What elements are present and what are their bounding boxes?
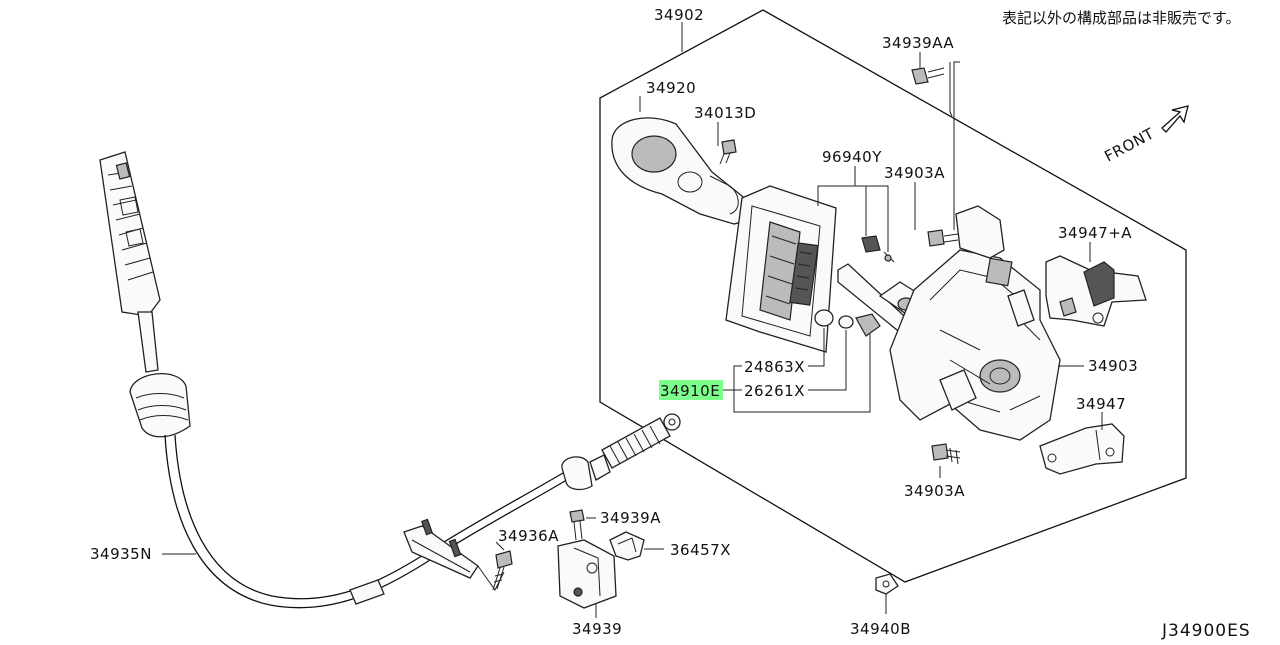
note-text: 表記以外の構成部品は非販売です。 — [1002, 9, 1241, 27]
control-body-34903 — [889, 205, 1061, 441]
label-34902: 34902 — [654, 6, 704, 24]
cable-bracket-34939 — [557, 509, 617, 609]
label-34910E[interactable]: 34910E — [660, 382, 720, 400]
label-34939A: 34939A — [600, 509, 661, 527]
label-24863X: 24863X — [744, 358, 805, 376]
shift-knob-34920 — [611, 117, 749, 225]
label-34935N: 34935N — [90, 545, 152, 563]
front-arrow — [1161, 105, 1189, 133]
label-34920: 34920 — [646, 79, 696, 97]
shift-cable-34935N — [99, 151, 681, 609]
label-96940Y: 96940Y — [822, 148, 882, 166]
highlight-34910E — [659, 380, 723, 400]
label-34947: 34947 — [1076, 395, 1126, 413]
label-34013D: 34013D — [694, 104, 756, 122]
reference-code: J34900ES — [1161, 621, 1251, 640]
label-34903: 34903 — [1088, 357, 1138, 375]
bolts — [875, 67, 961, 595]
indicator-bezel — [725, 185, 837, 353]
clip-36457X — [609, 531, 645, 561]
bulb-socket-parts — [814, 309, 881, 337]
label-34939: 34939 — [572, 620, 622, 638]
front-label: FRONT — [1101, 124, 1157, 165]
label-34940B: 34940B — [850, 620, 911, 638]
label-34936A: 34936A — [498, 527, 559, 545]
leader-lines — [162, 22, 1103, 618]
label-36457X: 36457X — [670, 541, 731, 559]
assembly-boundary — [599, 9, 1187, 583]
bracket-34947 — [1039, 423, 1125, 475]
label-34947A: 34947+A — [1058, 224, 1132, 242]
label-34903A-bottom: 34903A — [904, 482, 965, 500]
label-26261X: 26261X — [744, 382, 805, 400]
label-34903A-top: 34903A — [884, 164, 945, 182]
bracket-34947A — [1045, 255, 1147, 327]
label-34939AA: 34939AA — [882, 34, 954, 52]
screw-34013D — [719, 139, 737, 165]
floor-bracket-34936A — [403, 518, 513, 591]
sensor-96940Y — [861, 235, 895, 263]
